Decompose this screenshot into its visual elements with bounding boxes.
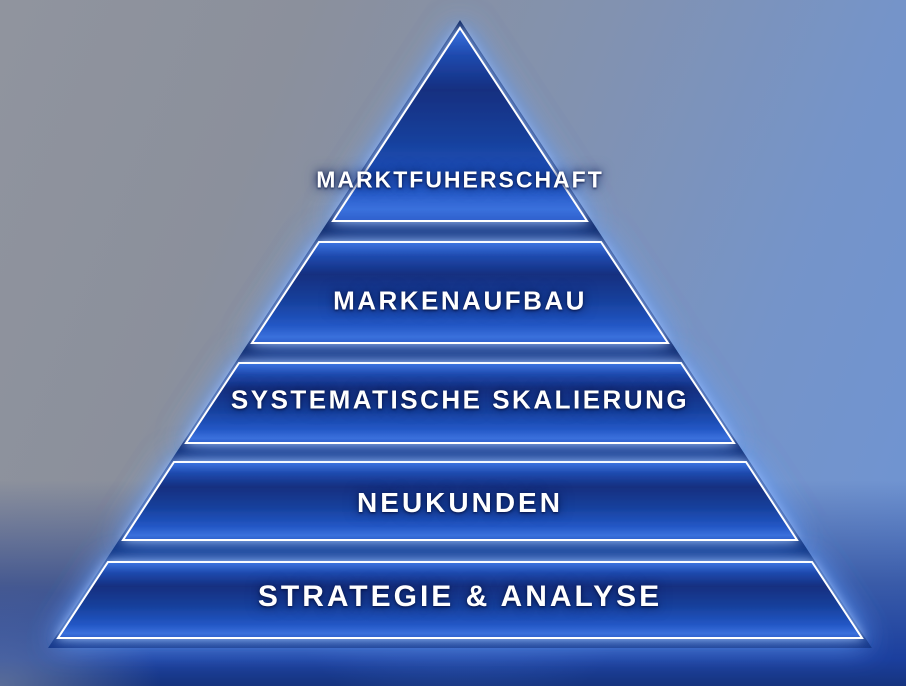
pyramid-scene: MARKTFUHERSCHAFT MARKENAUFBAU SYSTEMATIS… (0, 0, 906, 686)
pyramid-level-1-label: MARKTFUHERSCHAFT (316, 166, 604, 193)
pyramid-level-2-shape (250, 241, 670, 344)
pyramid-level-3-shape (184, 362, 736, 444)
right-margin-strip (906, 0, 921, 689)
pyramid-level-4-shape (121, 461, 799, 541)
pyramid-level-5-label: STRATEGIE & ANALYSE (257, 580, 663, 613)
pyramid-level-2-label: MARKENAUFBAU (333, 285, 587, 316)
pyramid-svg (48, 20, 872, 648)
pyramid-level-1-shape (331, 26, 589, 222)
pyramid-level-4-label: NEUKUNDEN (357, 487, 563, 518)
bottom-margin-strip (0, 686, 921, 689)
pyramid-level-3-label: SYSTEMATISCHE SKALIERUNG (230, 384, 690, 415)
pyramid-level-5-shape (56, 561, 864, 639)
